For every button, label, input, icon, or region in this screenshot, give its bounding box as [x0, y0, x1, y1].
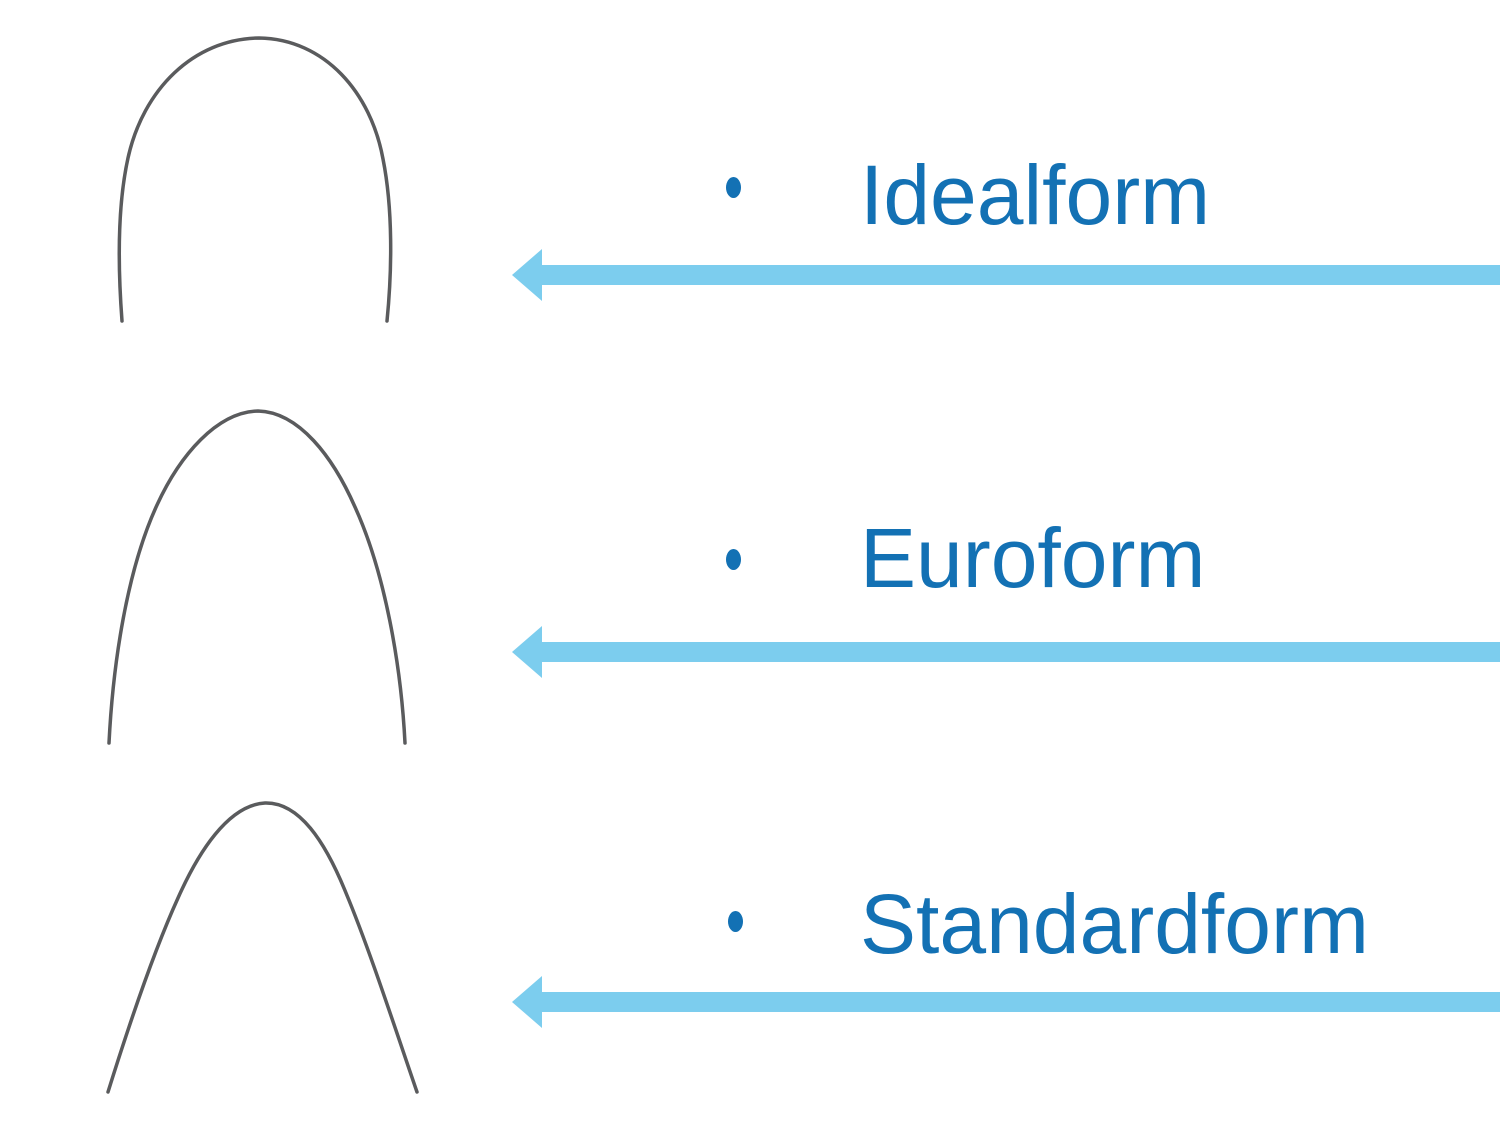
arrow-shaft	[540, 992, 1500, 1012]
arrow-shaft	[540, 265, 1500, 285]
label-idealform: Idealform	[860, 148, 1211, 242]
archwire-euroform-image	[107, 409, 407, 745]
arrow-head-icon	[512, 249, 542, 301]
left-arrow-icon	[512, 249, 1500, 301]
arrow-shaft	[540, 642, 1500, 662]
arrow-head-icon	[512, 626, 542, 678]
bullet-icon	[728, 911, 743, 932]
label-euroform: Euroform	[860, 511, 1206, 605]
bullet-icon	[726, 549, 741, 570]
bullet-icon	[726, 177, 741, 198]
archwire-standardform-image	[106, 801, 419, 1094]
label-standardform: Standardform	[860, 877, 1369, 971]
arrow-head-icon	[512, 976, 542, 1028]
archwire-idealform-image	[117, 36, 393, 323]
left-arrow-icon	[512, 976, 1500, 1028]
left-arrow-icon	[512, 626, 1500, 678]
